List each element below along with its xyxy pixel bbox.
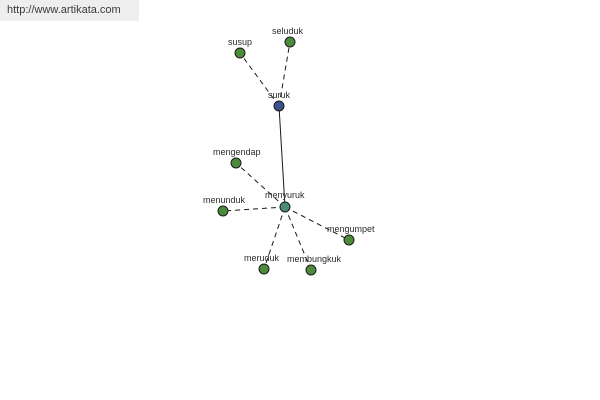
node-label-seluduk: seluduk [272,26,304,36]
node-susup[interactable]: susup [228,37,252,59]
node-label-suruk: suruk [268,90,291,100]
node-label-mengendap: mengendap [213,147,261,157]
node-membungkuk[interactable]: membungkuk [287,254,342,276]
edge-menyuruk-mengumpet [284,206,350,241]
node-label-menyuruk: menyuruk [265,190,305,200]
node-circle-mengumpet[interactable] [343,234,355,246]
node-circle-meruduk[interactable] [258,263,270,275]
node-circle-suruk[interactable] [273,100,285,112]
node-suruk[interactable]: suruk [268,90,291,112]
source-url-banner[interactable]: http://www.artikata.com [0,0,139,21]
edge-menyuruk-meruduk [263,206,286,270]
node-label-meruduk: meruduk [244,253,280,263]
edges-layer [222,41,350,271]
node-circle-susup[interactable] [234,47,246,59]
edge-suruk-susup [239,52,280,107]
node-seluduk[interactable]: seluduk [272,26,304,48]
node-circle-menyuruk[interactable] [279,201,291,213]
node-meruduk[interactable]: meruduk [244,253,280,275]
node-circle-seluduk[interactable] [284,36,296,48]
node-label-menunduk: menunduk [203,195,246,205]
node-circle-menunduk[interactable] [217,205,229,217]
node-circle-membungkuk[interactable] [305,264,317,276]
edge-menyuruk-membungkuk [284,206,312,271]
edge-suruk-seluduk [278,41,291,107]
node-mengendap[interactable]: mengendap [213,147,261,169]
node-menunduk[interactable]: menunduk [203,195,246,217]
node-label-membungkuk: membungkuk [287,254,342,264]
node-menyuruk[interactable]: menyuruk [265,190,305,213]
node-label-mengumpet: mengumpet [327,224,375,234]
nodes-layer: suruk menyuruk susup seluduk mengendap menund… [203,26,375,276]
node-label-susup: susup [228,37,252,47]
edge-menyuruk-menunduk [222,206,286,212]
node-mengumpet[interactable]: mengumpet [327,224,375,246]
edge-menyuruk-mengendap [235,162,286,208]
edge-suruk-menyuruk [278,105,286,208]
node-circle-mengendap[interactable] [230,157,242,169]
